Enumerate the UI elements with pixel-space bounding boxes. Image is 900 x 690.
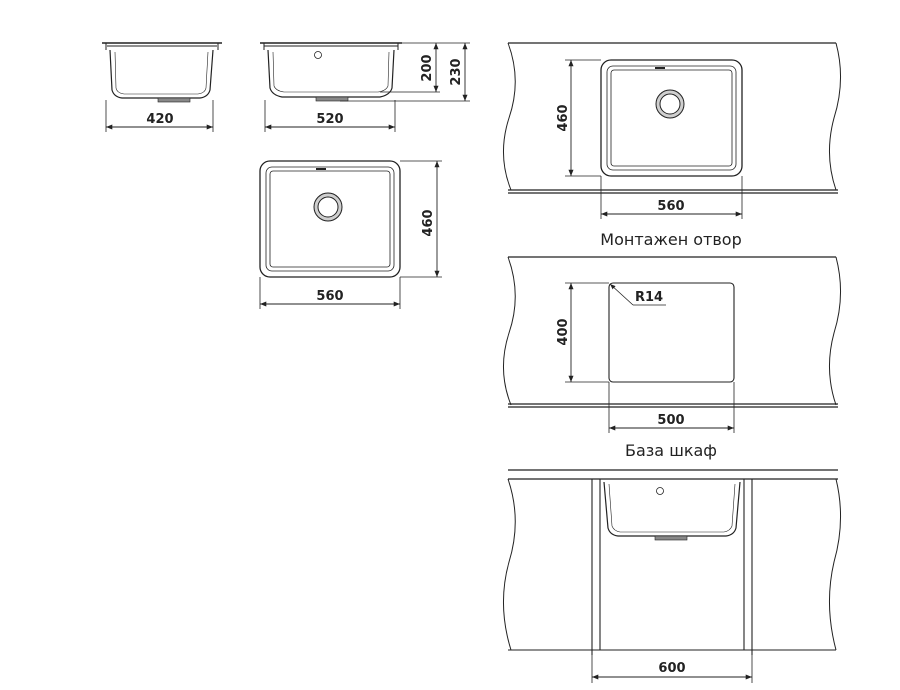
cabinet-caption: База шкаф xyxy=(625,441,717,460)
cutout-height-label: 400 xyxy=(556,318,571,345)
dimension-cutout: 400 500 xyxy=(556,282,735,433)
side-width-label: 420 xyxy=(146,112,173,127)
cutout-radius-label: R14 xyxy=(635,290,663,305)
cabinet-width-label: 600 xyxy=(658,661,685,676)
top-width-label: 560 xyxy=(316,289,343,304)
install-width-label: 560 xyxy=(657,199,684,214)
cutout-width-label: 500 xyxy=(657,413,684,428)
dimension-front-width: 520 xyxy=(264,100,396,132)
dimension-side-width: 420 xyxy=(105,100,214,132)
sink-front-view xyxy=(260,42,402,102)
dimension-install: 460 560 xyxy=(556,59,743,219)
dimension-depth: 200 230 xyxy=(340,42,470,102)
installation-caption: Монтажен отвор xyxy=(600,230,741,249)
cabinet-section-view xyxy=(503,469,841,655)
countertop-cutout-view: R14 xyxy=(502,256,842,408)
top-height-label: 460 xyxy=(421,209,436,236)
sink-side-view xyxy=(102,42,222,103)
depth-total-label: 230 xyxy=(449,58,464,85)
dimension-top: 460 560 xyxy=(259,160,442,309)
depth-inner-label: 200 xyxy=(420,54,435,81)
dimension-cabinet: 600 xyxy=(591,655,753,683)
sink-top-view xyxy=(259,160,401,278)
front-width-label: 520 xyxy=(316,112,343,127)
install-height-label: 460 xyxy=(556,104,571,131)
countertop-install-view xyxy=(502,42,842,194)
